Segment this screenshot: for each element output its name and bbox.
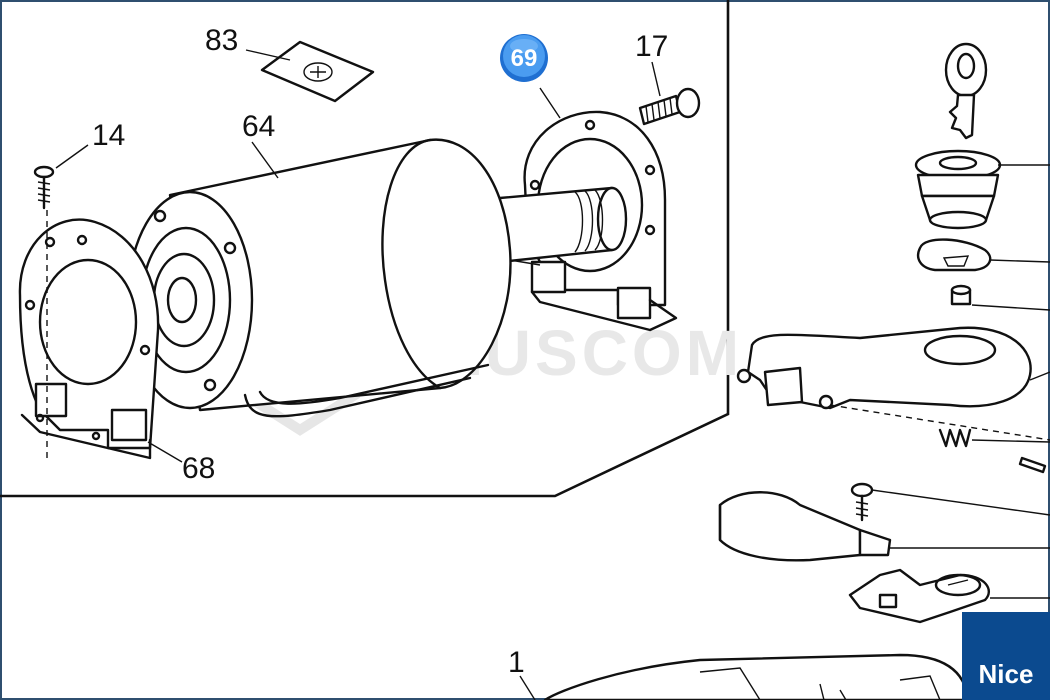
part-64-motor — [126, 138, 541, 418]
label-68: 68 — [182, 452, 215, 485]
brand-logo-text: Nice — [978, 659, 1034, 689]
spring-part — [938, 428, 1050, 448]
label-64: 64 — [242, 110, 275, 143]
brand-logo: Nice — [962, 612, 1050, 700]
base-bracket — [848, 568, 1050, 624]
right-assembly — [519, 42, 1050, 700]
badge-69-text: 69 — [511, 45, 538, 72]
highlight-badge-69[interactable]: 69 — [500, 34, 548, 82]
inset-panel-border — [0, 0, 730, 498]
label-83: 83 — [205, 24, 238, 57]
lock-cylinder — [914, 149, 1050, 230]
motor-shaft — [498, 186, 628, 264]
part-83-label-plate — [245, 40, 375, 103]
cam-part — [916, 238, 1050, 272]
grub-screw — [950, 284, 1050, 311]
part-68-front-flange — [18, 218, 183, 463]
label-1: 1 — [508, 646, 525, 679]
part-17-screw — [638, 61, 701, 126]
key-part — [944, 42, 988, 140]
part-1-housing — [519, 653, 970, 700]
pin-part — [1018, 456, 1047, 474]
label-14: 14 — [92, 119, 125, 152]
label-17: 17 — [635, 30, 668, 63]
release-lever — [736, 326, 1050, 441]
cover-part — [718, 491, 892, 562]
cover-screw — [850, 482, 1050, 549]
part-14-screw — [33, 144, 89, 460]
